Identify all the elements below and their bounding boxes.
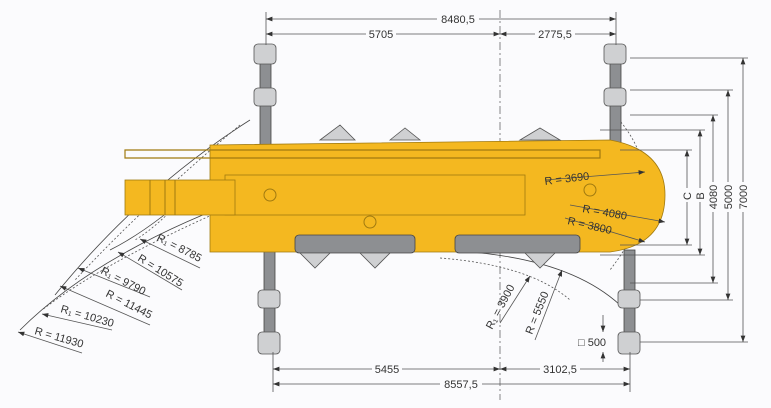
telescopic-boom	[124, 149, 601, 216]
dim-7000: 7000	[738, 185, 750, 209]
swing-radius-labels: R₁ = 8785 R = 10575 R₁ = 9790 R = 11445 …	[17, 232, 204, 354]
dim-bottom-total: 8557,5	[444, 379, 478, 391]
outrigger-front-left	[253, 43, 277, 149]
dim-top-left: 5705	[369, 29, 393, 41]
dim-b: B	[695, 192, 707, 199]
right-dimensions: C B 4080 5000 7000 □ 500	[578, 57, 750, 362]
dim-top-right: 2775,5	[538, 29, 572, 41]
dim-top-total: 8480,5	[441, 14, 475, 26]
top-dimensions: 8480,5 5705 2775,5	[265, 11, 617, 45]
dim-c: C	[682, 192, 694, 200]
radius-r1-8785: R₁ = 8785	[155, 232, 204, 265]
dim-4080: 4080	[708, 185, 720, 209]
bottom-dimensions: 5455 3102,5 8557,5	[272, 352, 631, 392]
radius-r-5550: R = 5550	[524, 290, 552, 336]
outrigger-rear-left	[603, 43, 627, 149]
radius-r-11930: R = 11930	[33, 325, 85, 350]
radius-r1-3900: R₁ = 3900	[484, 283, 517, 332]
crane-carrier-body	[209, 124, 666, 269]
dim-5000: 5000	[723, 185, 735, 209]
dim-bottom-left: 5455	[375, 364, 399, 376]
radius-r-3690: R = 3690	[544, 171, 590, 188]
outrigger-rear-right	[617, 249, 641, 355]
dim-bottom-right: 3102,5	[543, 364, 577, 376]
radius-r1-10230: R₁ = 10230	[59, 303, 115, 330]
outrigger-front-right	[257, 249, 281, 355]
dim-pad-size: □ 500	[578, 337, 606, 349]
